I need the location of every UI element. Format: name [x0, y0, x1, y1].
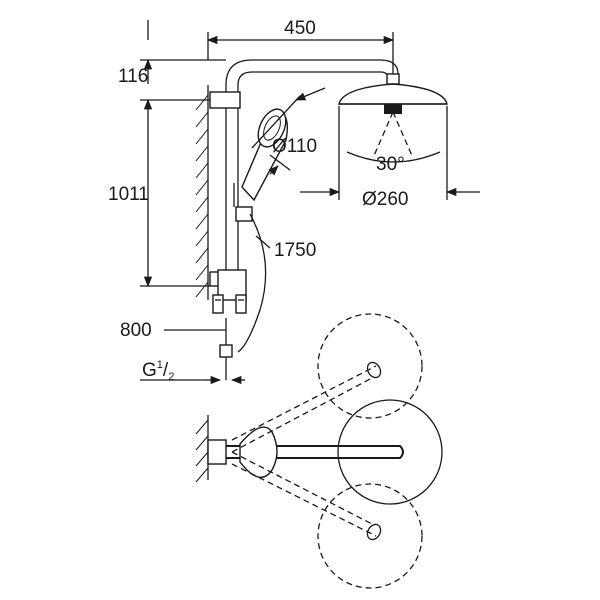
dim-height-116: 116: [118, 66, 148, 87]
dim-width-450: 450: [284, 18, 316, 39]
thread-prefix: G: [142, 360, 157, 381]
dim-head-diameter: Ø260: [362, 189, 408, 210]
plan-head-swivel-down: [317, 483, 423, 589]
plan-head-circle: [337, 399, 443, 505]
dim-head-angle: 30°: [376, 154, 405, 175]
top-wall-bracket: [209, 91, 241, 109]
dim-outlet-height: 800: [120, 320, 152, 341]
riser-pipe: [225, 59, 399, 290]
plan-view: [195, 313, 443, 589]
shower-hose: [237, 213, 267, 353]
plan-hand-shower: [239, 426, 278, 479]
thread-numerator: 1: [157, 359, 163, 371]
front-elevation: [195, 59, 448, 353]
wall-hatch: [195, 85, 209, 300]
plan-wall-flange: [207, 439, 227, 465]
dim-hose-length: 1750: [274, 240, 316, 261]
hand-shower-holder: [233, 183, 253, 222]
dim-hand-diameter: Ø110: [272, 136, 317, 157]
dimension-lines: [140, 20, 480, 385]
dim-thread: G1/2: [142, 359, 174, 383]
hose-connector: [219, 344, 233, 358]
mixer-body: [212, 269, 247, 314]
overhead-shower-head: [338, 73, 448, 114]
dim-height-1011: 1011: [108, 184, 149, 205]
thread-slash: /: [163, 360, 169, 381]
thread-denominator: 2: [168, 371, 174, 383]
swivel-angle-indicator: [346, 111, 441, 163]
plan-head-swivel-up: [317, 313, 423, 419]
